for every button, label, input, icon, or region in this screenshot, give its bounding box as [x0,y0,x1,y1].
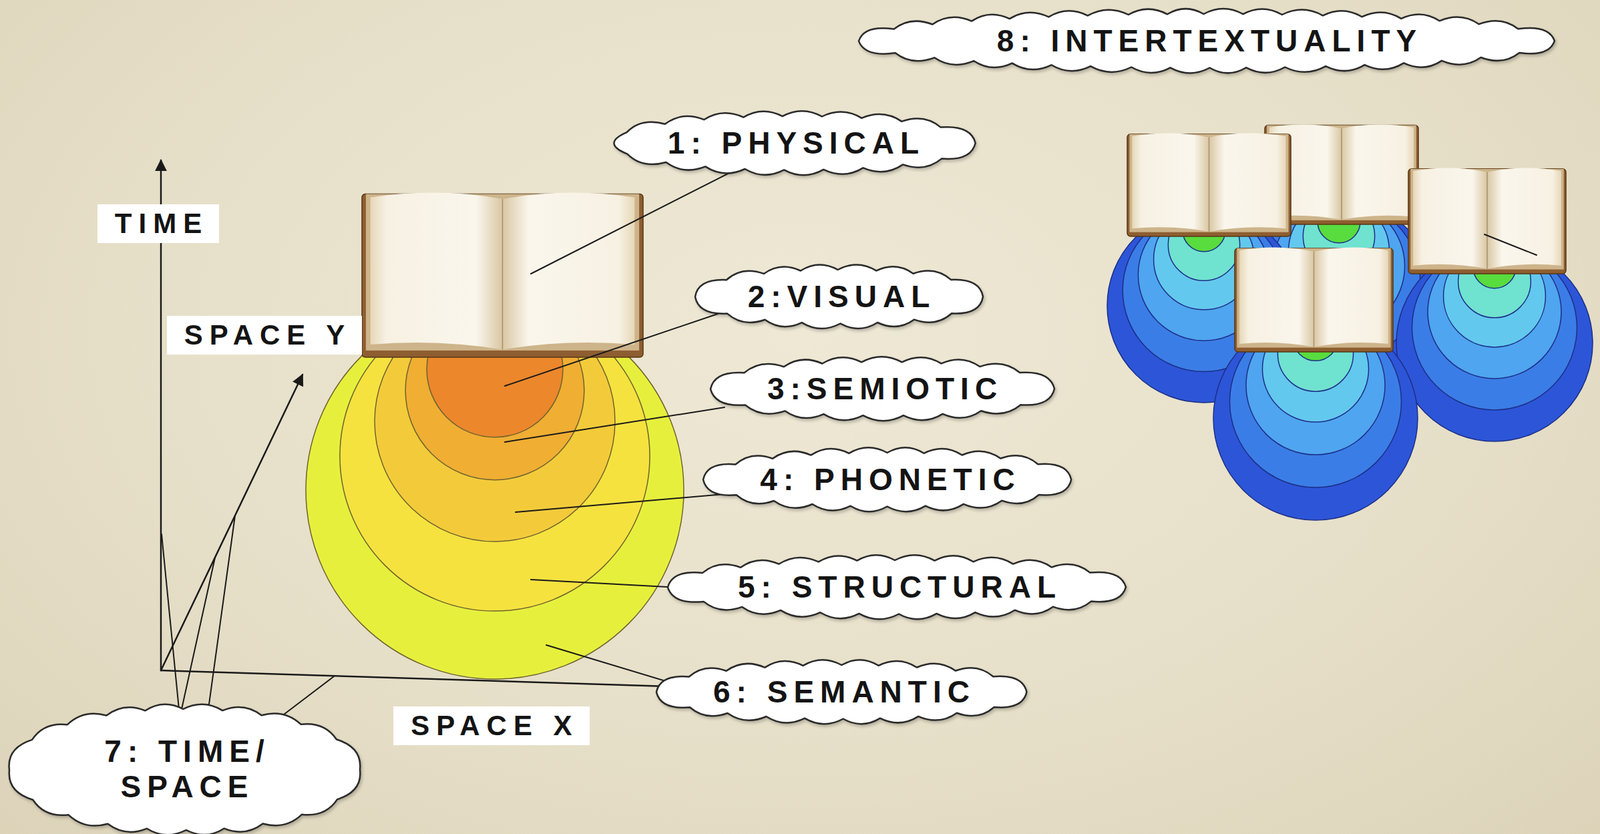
right-page [1487,168,1562,270]
cloud-callout: 6: SEMANTIC [649,658,1034,726]
leader-line [504,407,725,443]
open-book [361,192,644,358]
right-page [1341,124,1414,220]
callout-label: 6: SEMANTIC [707,674,976,710]
callout-label: 2:VISUAL [741,279,937,315]
axis-label: TIME [108,208,209,240]
leader-line [530,579,682,588]
cloud-shape [695,264,983,329]
open-book [1234,247,1393,352]
cloud-shape [613,110,975,175]
cloud-shape [8,703,360,834]
book-gutter [1340,128,1343,220]
leader-line [515,494,725,513]
text-layer-circle [1396,245,1593,442]
leader-line [161,534,179,710]
cloud-callout: 5: STRUCTURAL [661,553,1133,621]
callout-label: 7: TIME/ SPACE [71,733,298,805]
leader-line [546,645,675,684]
axis-label-box: SPACE Y [166,315,363,355]
left-page [1413,168,1488,270]
callout-label: 5: STRUCTURAL [731,569,1062,606]
leader-line [181,557,216,710]
space-y-axis [160,374,303,671]
book-gutter [1208,136,1211,232]
leader-line [283,676,334,715]
left-page [1131,133,1209,232]
callout-label: 1: PHYSICAL [661,125,925,161]
cloud-shape [703,447,1072,512]
cloud-callout: 3:SEMIOTIC [703,355,1062,423]
leader-line [504,313,718,386]
cloud-shape [656,659,1027,724]
cloud-callout: 1: PHYSICAL [605,109,983,177]
text-layer-circle [305,301,684,680]
space-x-axis [160,670,668,687]
callout-label: 8: INTERTEXTUALITY [990,23,1423,59]
left-page [1239,247,1314,348]
book-gutter [502,198,504,350]
left-page [370,192,503,350]
open-book [1127,133,1291,237]
open-book [1408,168,1566,274]
cloud-callout: 4: PHONETIC [696,446,1078,513]
book-gutter [1313,251,1315,348]
callout-label: 3:SEMIOTIC [761,371,1004,407]
cloud-callout: 7: TIME/ SPACE [2,702,367,834]
right-page [502,192,636,350]
right-page [1314,247,1389,348]
axis-label: SPACE Y [177,319,352,351]
cloud-shape [858,8,1555,73]
cloud-callout: 8: INTERTEXTUALITY [852,7,1562,75]
callout-label: 4: PHONETIC [753,462,1021,498]
leader-line [208,515,236,710]
book-gutter [1486,172,1488,270]
axis-label-box: SPACE X [393,706,589,746]
leader-line [1484,234,1537,256]
cloud-shape [667,554,1126,620]
axis-label: SPACE X [404,710,579,742]
right-page [1209,133,1287,232]
axis-label-box: TIME [97,204,220,244]
leader-line [530,166,742,274]
cloud-callout: 2:VISUAL [688,263,990,330]
cloud-shape [710,356,1055,421]
